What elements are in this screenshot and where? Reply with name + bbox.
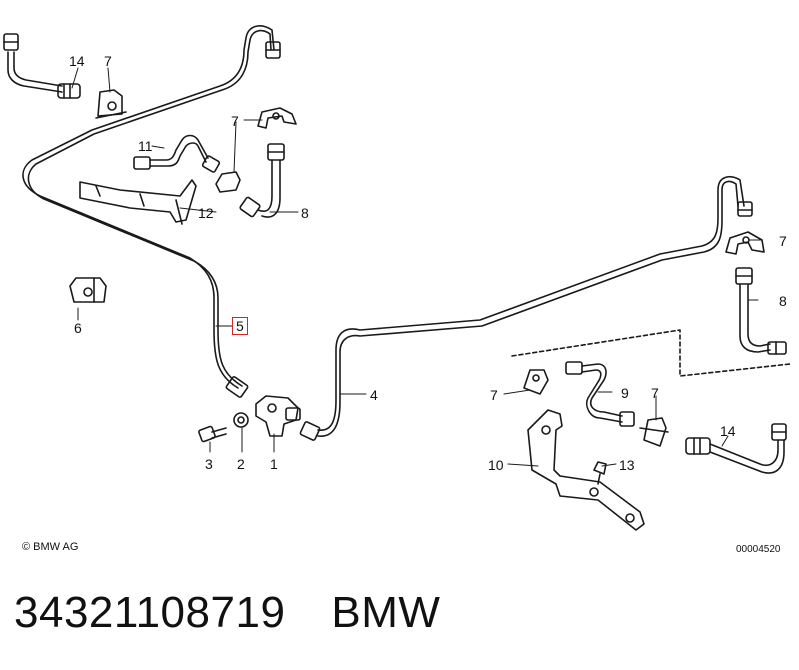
hose-11 <box>133 134 221 173</box>
guide-lines <box>511 329 791 377</box>
callout-7-top-left: 7 <box>104 53 112 69</box>
hose-8-right <box>735 267 787 355</box>
callout-3: 3 <box>205 456 213 472</box>
callout-14-left: 14 <box>69 53 85 69</box>
callout-7-lower-right: 7 <box>651 385 659 401</box>
callout-4: 4 <box>370 387 378 403</box>
hose-14-right <box>685 423 787 474</box>
bracket-7-right <box>725 231 765 255</box>
hose-14-left <box>3 33 81 99</box>
bracket-10 <box>527 409 645 531</box>
clip-6 <box>69 277 107 303</box>
washer-2 <box>233 412 249 428</box>
callout-7-lower-left: 7 <box>490 387 498 403</box>
callout-11: 11 <box>138 138 153 154</box>
callout-1: 1 <box>270 456 278 472</box>
hose-8-upper <box>239 143 285 218</box>
leader-lines <box>71 67 763 467</box>
callout-6: 6 <box>74 320 82 336</box>
bracket-7c <box>257 107 297 129</box>
callout-7-right-top: 7 <box>779 233 787 249</box>
t-piece-1 <box>255 395 301 437</box>
callout-12: 12 <box>198 205 214 221</box>
callout-9: 9 <box>621 385 629 401</box>
bracket-12 <box>79 179 197 225</box>
bracket-7a <box>95 89 127 119</box>
part-caption: 34321108719 BMW <box>14 588 440 638</box>
callout-8-upper: 8 <box>301 205 309 221</box>
callout-5-highlighted: 5 <box>232 317 248 335</box>
callout-8-right: 8 <box>779 293 787 309</box>
callout-2: 2 <box>237 456 245 472</box>
bolt-13 <box>593 461 607 485</box>
bracket-7e <box>639 417 669 447</box>
drawing-number: 00004520 <box>736 544 781 555</box>
callout-10: 10 <box>488 457 504 473</box>
copyright-notice: © BMW AG <box>22 541 79 553</box>
bracket-7d <box>523 369 549 395</box>
part-number: 34321108719 <box>14 588 286 637</box>
clip-7b <box>215 171 241 193</box>
hose-9 <box>565 361 635 427</box>
brake-pipe-5 <box>22 25 281 398</box>
callout-13: 13 <box>619 457 635 473</box>
brake-pipe-4 <box>299 176 753 441</box>
callout-14-right: 14 <box>720 423 736 439</box>
callout-7-center: 7 <box>231 113 239 129</box>
bolt-3 <box>198 425 227 443</box>
brand-name: BMW <box>331 588 441 637</box>
